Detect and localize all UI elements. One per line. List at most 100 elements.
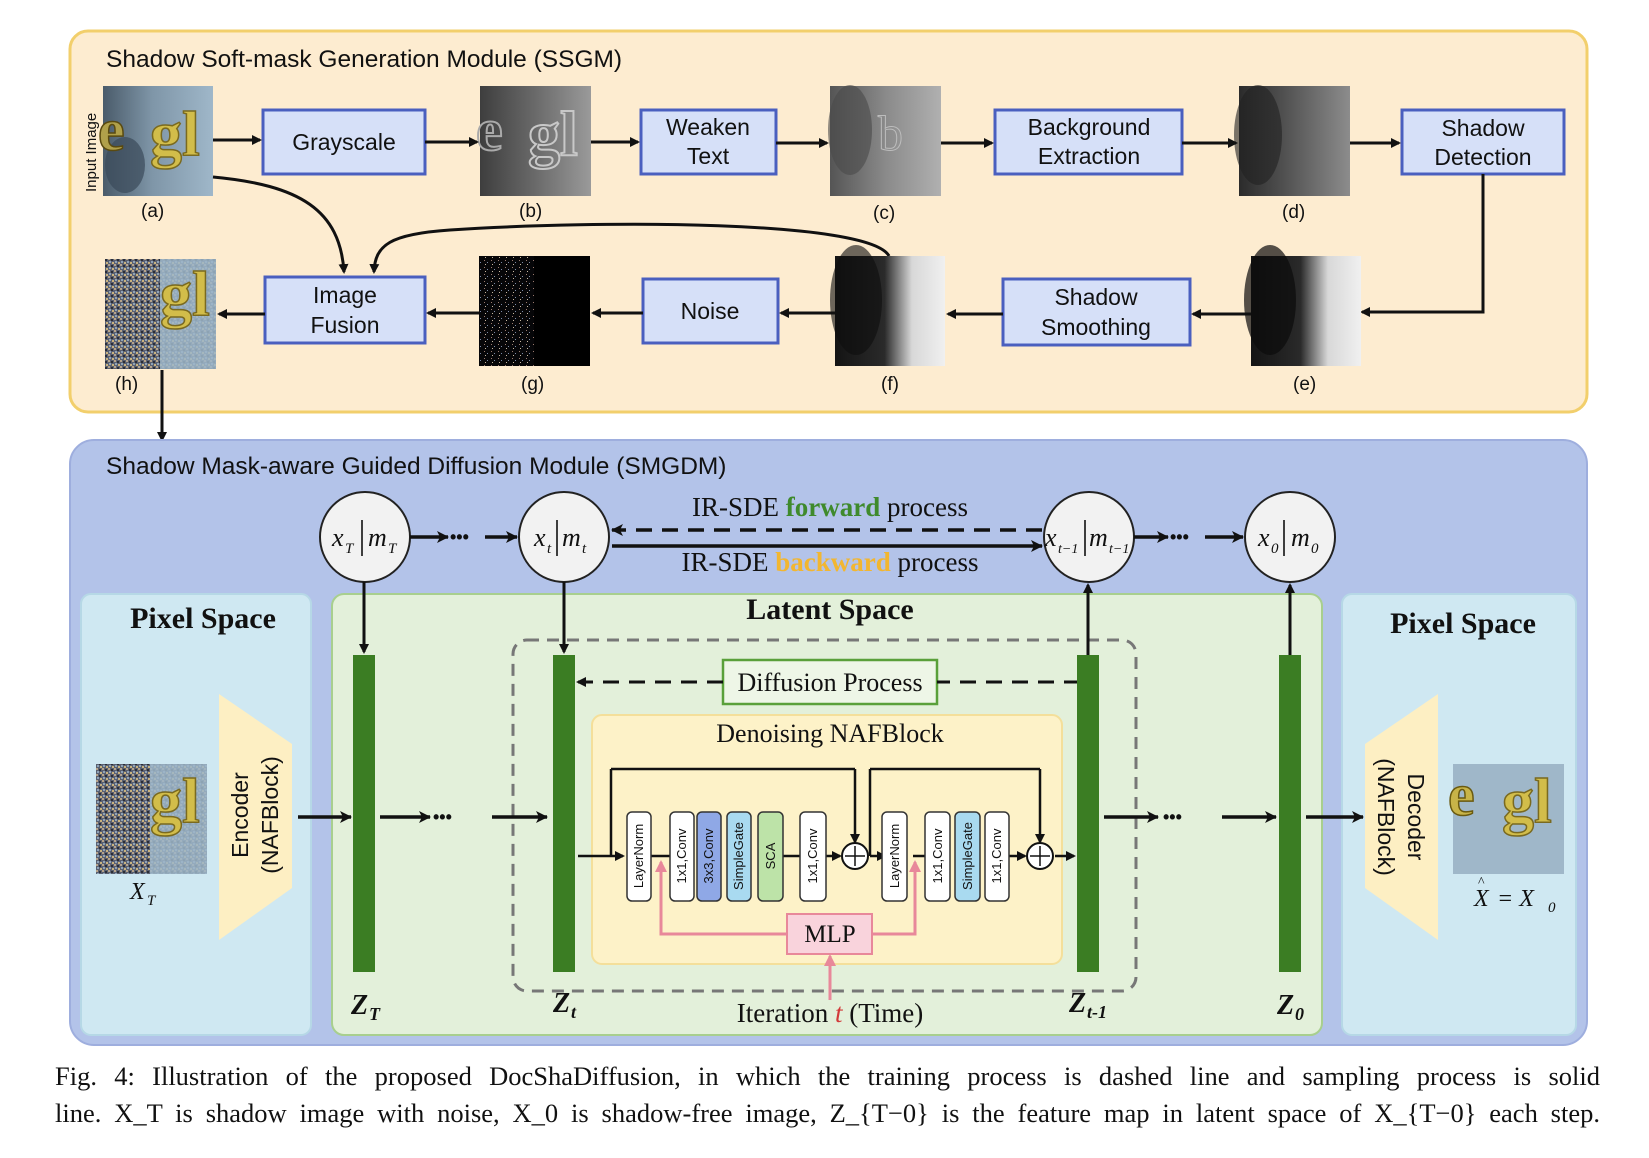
weaken-text-label-1: Weaken (666, 114, 750, 140)
encoder-label-2: (NAFBlock) (257, 756, 283, 874)
figure-caption: Fig. 4: Illustration of the proposed Doc… (55, 1058, 1600, 1132)
xT-label-sub: T (147, 893, 157, 909)
svg-text:t: t (571, 1002, 577, 1022)
image-fusion-label-2: Fusion (310, 312, 379, 338)
svg-text:1x1,Conv: 1x1,Conv (989, 828, 1004, 883)
background-extraction-label-2: Extraction (1038, 143, 1140, 169)
x0-image: gl e (1447, 761, 1564, 874)
iteration-label: Iteration t (Time) (737, 998, 924, 1028)
svg-text:Z: Z (350, 990, 368, 1021)
x0-label-sub: 0 (1548, 900, 1556, 916)
weaken-text-label-2: Text (687, 143, 730, 169)
conv1x1-block-c: 1x1,Conv (924, 811, 951, 902)
svg-text:0: 0 (1311, 541, 1319, 557)
node-xT-mT: x T m T (319, 491, 411, 583)
image-e (1244, 245, 1361, 366)
image-c: b (828, 85, 941, 196)
svg-text:gl: gl (160, 258, 210, 329)
shadow-smoothing-box (1001, 277, 1192, 347)
svg-text:SimpleGate: SimpleGate (731, 822, 746, 890)
image-b: gl e (475, 86, 591, 196)
mlp-label: MLP (804, 921, 855, 948)
label-c: (c) (873, 203, 895, 224)
svg-text:t−1: t−1 (1058, 542, 1078, 557)
noise-label: Noise (681, 298, 740, 324)
mlp-box (786, 913, 873, 955)
svg-text:x: x (1257, 523, 1270, 552)
decoder-label-2: (NAFBlock) (1373, 758, 1399, 876)
encoder-trapezoid (219, 694, 292, 940)
latent-space-label: Latent Space (746, 593, 914, 626)
decoder-label-1: Decoder (1403, 774, 1429, 861)
svg-text:e: e (1448, 762, 1475, 828)
ssgm-row1-arrows (212, 135, 1485, 317)
diffusion-process-label: Diffusion Process (737, 668, 922, 697)
x0-label-eq: = X (1497, 886, 1535, 912)
svg-text:gl: gl (150, 98, 200, 169)
label-d: (d) (1282, 202, 1305, 223)
flow-dots-2: ••• (1163, 807, 1182, 827)
input-image-a: gl e (97, 86, 213, 196)
forward-process-label: IR-SDE forward process (692, 492, 968, 522)
image-f (830, 245, 945, 366)
svg-text:t: t (582, 541, 587, 557)
svg-text:LayerNorm: LayerNorm (887, 824, 902, 888)
encoder-label-1: Encoder (227, 772, 253, 858)
noise-box (641, 277, 780, 345)
z-bar-0 (1279, 655, 1301, 972)
svg-text:0: 0 (1295, 1004, 1304, 1024)
background-extraction-label-1: Background (1028, 114, 1151, 140)
input-image-label: Input Image (83, 113, 100, 192)
shadow-detection-label-1: Shadow (1441, 115, 1525, 141)
pixel-space-left-label: Pixel Space (130, 602, 276, 635)
svg-text:0: 0 (1271, 541, 1279, 557)
label-g: (g) (521, 374, 544, 395)
shadow-smoothing-label-1: Shadow (1054, 284, 1138, 310)
decoder-trapezoid (1365, 694, 1438, 940)
node-xt-mt: x t m t (518, 491, 610, 583)
node-chain-arrows (410, 524, 1244, 552)
image-fusion-box (263, 275, 427, 345)
caption-line-1: Fig. 4: Illustration of the proposed Doc… (55, 1061, 1600, 1091)
svg-text:T: T (369, 1004, 381, 1024)
mlp-wiring (655, 860, 921, 1000)
shadow-smoothing-label-2: Smoothing (1041, 314, 1151, 340)
label-b: (b) (519, 201, 542, 222)
simplegate-block-2: SimpleGate (954, 811, 981, 902)
svg-text:m: m (1089, 523, 1108, 552)
layernorm-block-2: LayerNorm (881, 811, 908, 902)
denoising-nafblock-label: Denoising NAFBlock (716, 719, 944, 748)
node-x0-m0: x 0 m 0 (1244, 491, 1336, 583)
node-xt-1-mt-1: x t−1 m t−1 (1043, 491, 1135, 583)
image-fusion-label-1: Image (313, 282, 377, 308)
ssgm-panel (68, 29, 1589, 414)
svg-text:m: m (1291, 523, 1310, 552)
svg-text:e: e (476, 97, 503, 163)
node-dots-2: ••• (1170, 527, 1189, 547)
sca-block: SCA (757, 811, 784, 902)
z-bar-t-1 (1077, 655, 1099, 972)
conv1x1-block-a: 1x1,Conv (669, 811, 695, 902)
conv1x1-block-d: 1x1,Conv (984, 811, 1010, 902)
grayscale-label: Grayscale (292, 129, 396, 155)
z-label-T: Z T (350, 990, 381, 1024)
svg-text:T: T (345, 541, 355, 557)
background-extraction-box (993, 108, 1184, 176)
x0-label-hat: X (1473, 886, 1490, 912)
xT-label-main: X (129, 879, 146, 905)
layernorm-block-1: LayerNorm (626, 811, 652, 902)
svg-text:b: b (878, 105, 903, 161)
svg-text:gl: gl (1502, 765, 1552, 836)
label-a: (a) (141, 201, 164, 222)
svg-text:gl: gl (150, 765, 200, 836)
svg-text:Z: Z (1068, 988, 1086, 1019)
caption-line-2: line. X_T is shadow image with noise, X_… (55, 1098, 1600, 1128)
image-h: gl (105, 257, 216, 369)
image-g (479, 256, 590, 366)
z-label-t: Z t (552, 988, 577, 1022)
node-bar-arrows (359, 582, 1295, 655)
add-node-1 (841, 842, 869, 870)
svg-text:x: x (1044, 523, 1057, 552)
svg-text:SimpleGate: SimpleGate (960, 822, 975, 890)
xT-image: gl (96, 764, 207, 874)
